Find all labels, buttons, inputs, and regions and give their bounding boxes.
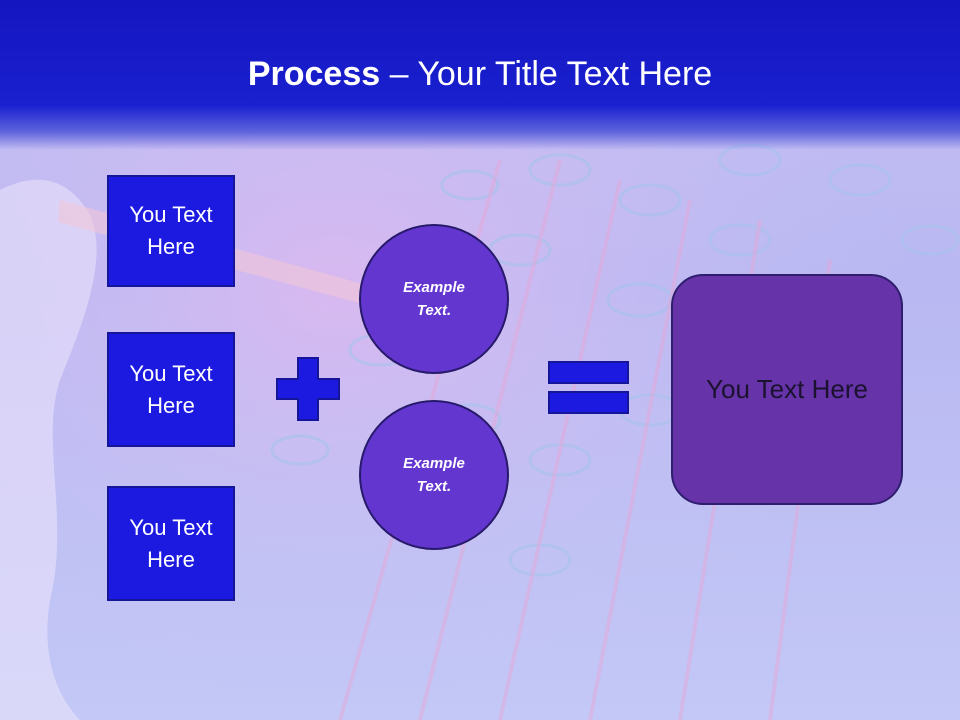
header-bar	[0, 0, 960, 150]
circle-label: Example Text.	[403, 455, 465, 495]
input-box-label: You Text Here	[129, 360, 213, 418]
plus-icon	[276, 357, 340, 421]
title-bold-text: Process	[247, 55, 381, 93]
equals-icon	[548, 361, 629, 414]
input-box-label: You Text Here	[129, 202, 213, 259]
result-box[interactable]: You Text Here	[671, 274, 903, 505]
example-circle-1[interactable]: Example Text.	[359, 224, 509, 374]
result-label: You Text Here	[706, 374, 868, 404]
example-circle-2[interactable]: Example Text.	[359, 400, 509, 550]
input-box-2[interactable]: You Text Here	[107, 332, 235, 447]
input-box-1[interactable]: You Text Here	[107, 175, 235, 287]
input-box-label: You Text Here	[129, 514, 213, 572]
circle-label: Example Text.	[403, 279, 465, 319]
slide-title: Process – Your Title Text Here	[0, 52, 960, 96]
title-text: – Your Title Text Here	[380, 55, 713, 93]
input-box-3[interactable]: You Text Here	[107, 486, 235, 601]
